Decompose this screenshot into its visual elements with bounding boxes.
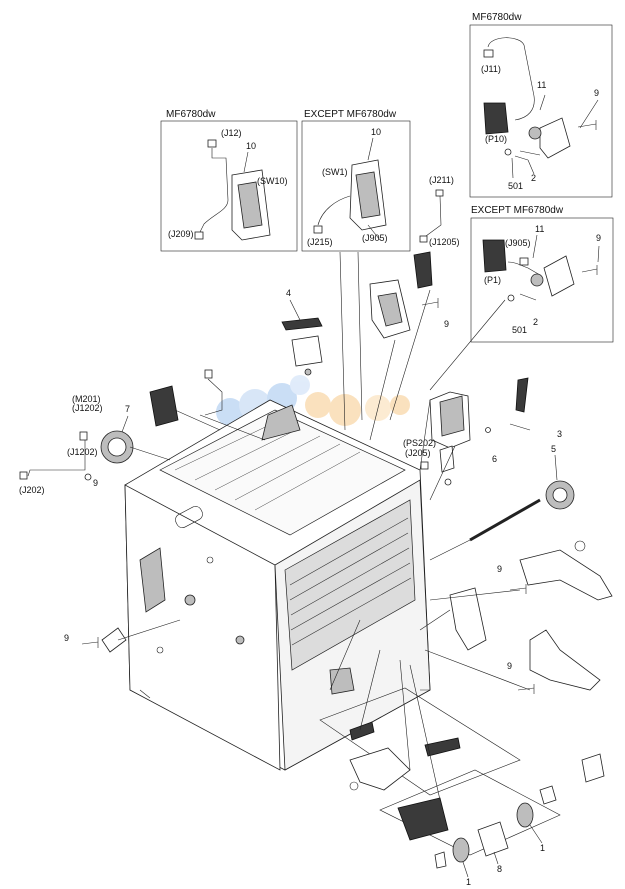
callout-11: 11 <box>537 80 546 90</box>
gear-icon <box>530 273 544 287</box>
label-ps202: (PS202) <box>403 438 436 448</box>
screw-icon <box>504 148 512 156</box>
callout-1: 1 <box>466 877 471 887</box>
callout-10: 10 <box>371 127 381 137</box>
label-j1202: (J1202) <box>72 403 103 413</box>
label-j905: (J905) <box>362 233 388 243</box>
title-mf-top: MF6780dw <box>472 12 522 23</box>
callout-3: 3 <box>557 429 562 439</box>
right-parts: (PS202) (J205) 3 6 5 <box>403 377 575 542</box>
label-j905: (J905) <box>505 238 531 248</box>
callout-11: 11 <box>535 224 544 234</box>
callout-501: 501 <box>512 325 527 335</box>
guide-assembly: 9 <box>369 279 449 339</box>
callout-9: 9 <box>93 478 98 488</box>
connector-icon <box>207 139 217 148</box>
lever-parts: 9 9 <box>449 540 613 694</box>
label-j202: (J202) <box>19 485 45 495</box>
screw-icon <box>81 637 99 648</box>
title-mf-left: MF6780dw <box>166 109 216 120</box>
callout-2: 2 <box>531 173 536 183</box>
gear-icon <box>528 126 542 140</box>
connector-icon <box>194 231 204 240</box>
screw-icon <box>577 120 597 130</box>
title-except-mid: EXCEPT MF6780dw <box>471 205 564 216</box>
box-mf-left: MF6780dw (J12) (SW10) (J209) 10 <box>160 109 298 252</box>
label-j1205: (J1205) <box>429 237 460 247</box>
left-parts: (M201) (J1202) 7 (J1202) (J202) 9 <box>19 369 223 495</box>
callout-9: 9 <box>594 88 599 98</box>
part-4: 4 <box>281 288 323 376</box>
callout-4: 4 <box>286 288 291 298</box>
callout-1: 1 <box>540 843 545 853</box>
connector-icon <box>313 225 323 234</box>
callout-2: 2 <box>533 317 538 327</box>
connector-icon <box>420 461 429 470</box>
switch-icon <box>483 102 509 135</box>
callout-501: 501 <box>508 181 523 191</box>
label-j215: (J215) <box>307 237 333 247</box>
bottom-plates <box>319 667 561 856</box>
label-j211: (J211) <box>429 175 454 185</box>
connector-icon <box>419 235 428 243</box>
title-except-top: EXCEPT MF6780dw <box>304 109 397 120</box>
screw-icon <box>485 427 491 433</box>
leader-lines <box>117 251 531 801</box>
label-j205: (J205) <box>405 448 431 458</box>
label-j209: (J209) <box>168 229 194 239</box>
chassis-icon <box>124 399 431 771</box>
label-j11: (J11) <box>481 64 501 74</box>
roller-assembly: 1 1 8 <box>434 753 605 887</box>
harness-j211: (J211) (J1205) <box>413 175 460 289</box>
screw-icon <box>84 473 92 481</box>
label-m201: (M201) <box>72 394 101 404</box>
screw-icon <box>509 584 527 594</box>
box-except-mid: EXCEPT MF6780dw (J905) (P1) 11 9 2 501 <box>470 205 614 343</box>
callout-8: 8 <box>497 864 502 874</box>
label-j1202-b: (J1202) <box>67 447 98 457</box>
callout-6: 6 <box>492 454 497 464</box>
screw-bottom-left: 9 <box>64 627 127 653</box>
callout-5: 5 <box>551 444 556 454</box>
callout-9: 9 <box>497 564 502 574</box>
callout-9: 9 <box>507 661 512 671</box>
callout-9: 9 <box>444 319 449 329</box>
callout-9: 9 <box>596 233 601 243</box>
callout-9: 9 <box>64 633 69 643</box>
connector-icon <box>483 49 494 58</box>
connector-icon <box>519 257 529 266</box>
box-mf-top: MF6780dw (J11) (P10) 11 9 2 501 <box>469 12 613 198</box>
screw-icon <box>581 265 598 275</box>
screw-icon <box>517 684 535 694</box>
callout-7: 7 <box>125 404 130 414</box>
screw-icon <box>421 298 439 308</box>
connector-icon <box>435 189 444 197</box>
label-sw1: (SW1) <box>322 167 348 177</box>
label-j12: (J12) <box>221 128 242 138</box>
label-p10: (P10) <box>485 134 507 144</box>
label-p1: (P1) <box>484 275 501 285</box>
box-except-top: EXCEPT MF6780dw (SW1) (J215) (J905) 10 <box>301 109 411 252</box>
label-sw10: (SW10) <box>257 176 288 186</box>
callout-10: 10 <box>246 141 256 151</box>
